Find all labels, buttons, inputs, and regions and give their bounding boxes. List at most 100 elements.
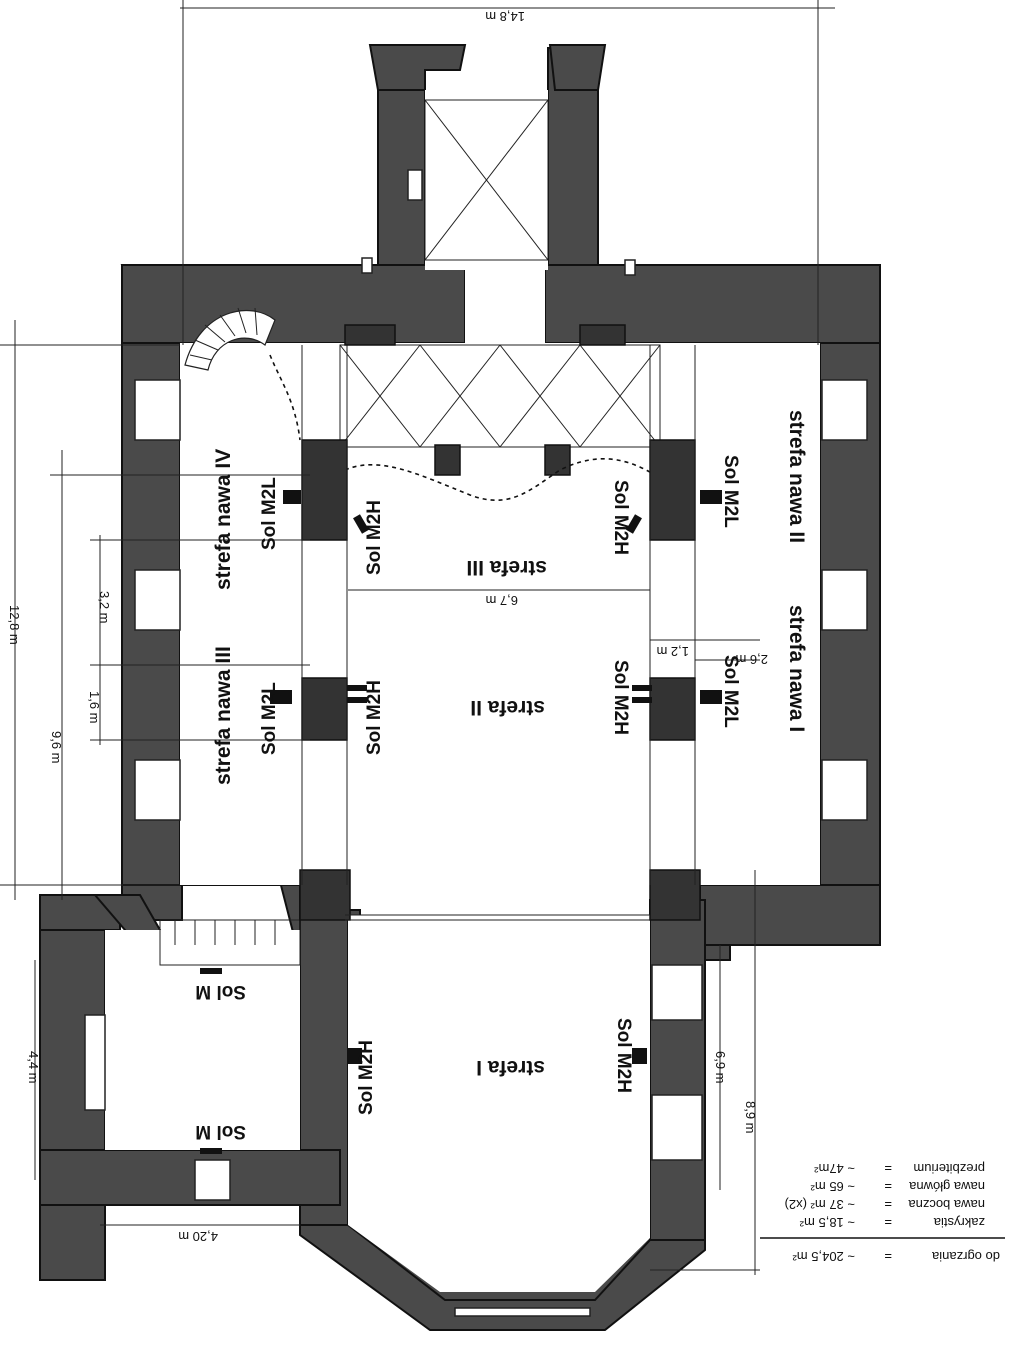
- legend-row-value: ~ 37 m² (x2): [785, 1197, 855, 1212]
- heater-label-h2m: Sol M2H: [610, 660, 631, 735]
- dim-total-width: 14,8 m: [485, 9, 525, 24]
- legend-total-name: do ogrzania: [931, 1249, 1000, 1264]
- zone-strefa-iii: strefa III: [466, 556, 547, 579]
- window: [651, 964, 703, 1021]
- column: [299, 869, 351, 921]
- dim-height-9-6: 9,6 m: [49, 731, 64, 764]
- legend-total-value: ~ 204,5 m²: [792, 1249, 855, 1264]
- legend-row-value: ~ 47m²: [814, 1161, 855, 1176]
- dim-6-7: 6,7 m: [485, 593, 518, 608]
- heater-label-h2m: Sol M2H: [613, 1018, 634, 1093]
- legend-row-value: ~ 18,5 m²: [799, 1215, 855, 1230]
- legend-row-value: ~ 65 m²: [810, 1179, 855, 1194]
- heater-mark: [347, 697, 367, 703]
- gallery-edge-dashed: [344, 458, 656, 501]
- legend-row-name: nawa boczna: [908, 1197, 985, 1212]
- gallery-vaults: [269, 344, 661, 501]
- column: [301, 677, 348, 741]
- zone-nawa-iii: strefa nawa III: [212, 646, 235, 785]
- area-legend: do ogrzania = ~ 204,5 m² zakrystia = ~ 1…: [760, 1161, 1005, 1264]
- heater-mark: [200, 1148, 222, 1154]
- tower-vault: [407, 99, 549, 261]
- zone-strefa-i: strefa I: [476, 1056, 545, 1079]
- heater-label-h2m: Sol M2H: [610, 480, 631, 555]
- legend-row-eq: =: [884, 1215, 892, 1230]
- dim-8-9: 8,9 m: [743, 1101, 758, 1134]
- heater-mark: [632, 685, 652, 691]
- sacristy-south-wall: [39, 1149, 341, 1206]
- heater-label-m: Sol M: [195, 981, 246, 1002]
- legend-row-eq: =: [884, 1179, 892, 1194]
- dim-4-20: 4,20 m: [178, 1229, 218, 1244]
- sacristy-stair: [159, 919, 301, 966]
- heater-mark: [700, 690, 722, 704]
- heater-mark: [270, 690, 292, 704]
- dim-1-2: 1,2 m: [656, 644, 689, 659]
- heater-mark: [283, 490, 301, 504]
- window: [134, 379, 181, 441]
- legend-row-name: prezbiterium: [913, 1161, 985, 1176]
- stair-edge-dashed: [269, 354, 301, 441]
- heater-mark: [347, 1048, 362, 1064]
- legend-row-name: nawa główna: [908, 1179, 985, 1194]
- heater-mark: [347, 685, 367, 691]
- legend-row-eq: =: [884, 1197, 892, 1212]
- window: [134, 569, 181, 631]
- nave-south-wall-right: [699, 884, 881, 946]
- dimension-lines: [0, 0, 835, 1275]
- heater-mark: [353, 514, 369, 534]
- column: [301, 439, 348, 541]
- tower-cap-left: [368, 44, 467, 91]
- dim-height-12-8: 12,8 m: [7, 605, 22, 645]
- nave-north-wall-left: [121, 264, 466, 344]
- column: [649, 439, 696, 541]
- window: [84, 1014, 106, 1111]
- window: [821, 759, 868, 821]
- tower-cap-right: [548, 44, 607, 91]
- zone-nawa-ii: strefa nawa II: [785, 410, 808, 543]
- apse-east-wall: [649, 899, 706, 1246]
- window: [454, 1307, 591, 1317]
- tower-window: [407, 169, 423, 201]
- heater-mark: [626, 514, 642, 534]
- window: [194, 1159, 231, 1201]
- heater-mark: [700, 490, 722, 504]
- legend-total-eq: =: [884, 1249, 892, 1264]
- window: [361, 257, 373, 274]
- heater-labels: Sol M2L Sol M2L Sol M2H Sol M2H Sol M2H …: [195, 455, 741, 1142]
- columns: [299, 324, 701, 921]
- dim-2-6: 2,6 m: [735, 652, 768, 667]
- zone-labels: strefa I strefa II strefa III strefa naw…: [212, 410, 808, 1079]
- heater-label-l2m: Sol M2L: [259, 477, 280, 550]
- legend-row-eq: =: [884, 1161, 892, 1176]
- dim-6-9: 6,9 m: [713, 1051, 728, 1084]
- dim-1-6: 1,6 m: [87, 691, 102, 724]
- window: [134, 759, 181, 821]
- window: [821, 569, 868, 631]
- legend-row-name: zakrystia: [933, 1215, 985, 1230]
- windows: [84, 257, 868, 1317]
- window: [651, 1094, 703, 1161]
- heater-label-m: Sol M: [195, 1121, 246, 1142]
- dim-4-4: 4,4 m: [26, 1051, 41, 1084]
- heater-label-h2m: Sol M2H: [356, 1040, 377, 1115]
- zone-strefa-ii: strefa II: [470, 696, 545, 719]
- heater-mark: [632, 697, 652, 703]
- heater-label-l2m: Sol M2L: [720, 455, 741, 528]
- apse-end-wall: [299, 1224, 706, 1331]
- window: [821, 379, 868, 441]
- heater-label-l2m: Sol M2L: [720, 655, 741, 728]
- column: [649, 677, 696, 741]
- heater-symbols: [200, 490, 722, 1154]
- zone-nawa-i: strefa nawa I: [785, 605, 808, 732]
- dim-3-2: 3,2 m: [97, 591, 112, 624]
- room-floors: [105, 90, 820, 1292]
- heater-mark: [200, 968, 222, 974]
- window: [624, 259, 636, 276]
- heater-label-h2m: Sol M2H: [364, 680, 385, 755]
- spiral-stair: [184, 307, 276, 371]
- heater-label-h2m: Sol M2H: [364, 500, 385, 575]
- heater-label-l2m: Sol M2L: [259, 682, 280, 755]
- heater-mark: [632, 1048, 647, 1064]
